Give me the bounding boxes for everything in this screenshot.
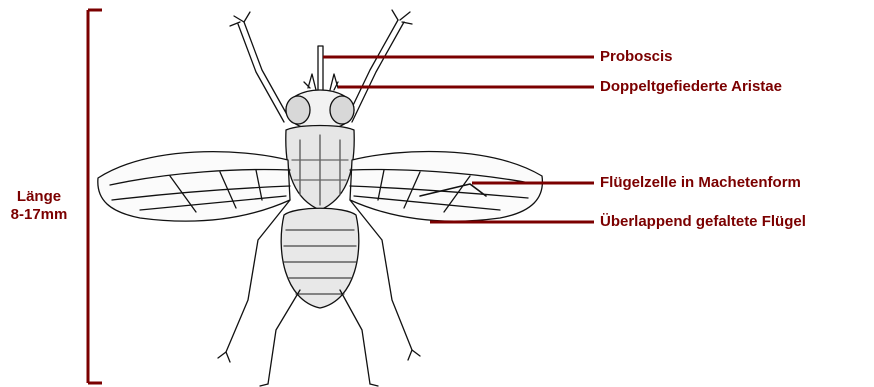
length-range: 8-17mm <box>2 206 76 224</box>
label-wing-cell: Flügelzelle in Machetenform <box>600 175 801 190</box>
label-proboscis: Proboscis <box>600 49 673 64</box>
label-aristae: Doppeltgefiederte Aristae <box>600 79 782 94</box>
label-overlapping-wings: Überlappend gefaltete Flügel <box>600 214 806 229</box>
length-bracket <box>88 10 102 383</box>
fly-drawing <box>98 10 543 386</box>
length-label: Länge 8-17mm <box>2 188 76 224</box>
length-title: Länge <box>2 188 76 206</box>
